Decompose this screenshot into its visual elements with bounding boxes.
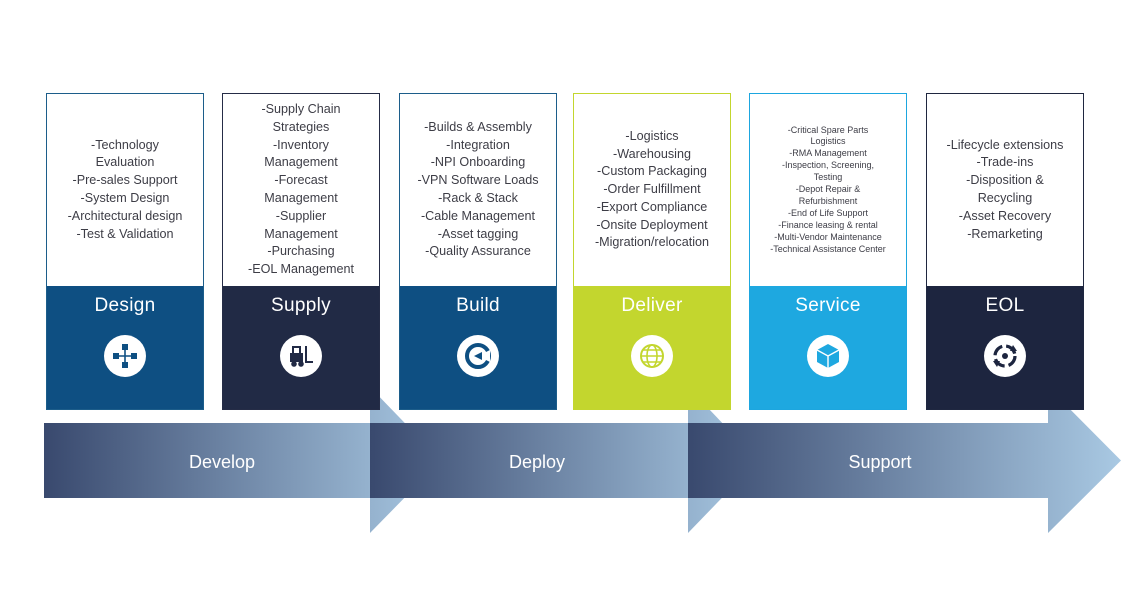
stage-item: -Critical Spare Parts Logistics <box>787 124 869 147</box>
stage-item: -Logistics <box>625 128 679 143</box>
stage-item: -Depot Repair & Refurbishment <box>795 184 861 206</box>
stage-item: -Remarketing <box>967 226 1043 241</box>
stage-title: EOL <box>985 295 1025 316</box>
phase-arrow-develop <box>44 387 441 533</box>
stage-item: -Technology Evaluation <box>91 137 159 170</box>
stage-item-list: -Lifecycle extensions -Trade-ins -Disposit… <box>927 94 1083 286</box>
stage-item: -Warehousing <box>613 146 691 161</box>
phase-arrow-deploy <box>370 387 758 533</box>
stage-item: -End of Life Support <box>787 207 869 218</box>
stage-item: -Builds & Assembly <box>424 119 532 134</box>
phase-arrow-support <box>688 387 1121 533</box>
stage-item: -Asset tagging <box>437 226 519 241</box>
stage-footer: EOL <box>927 286 1083 409</box>
stage-item: -Order Fulfillment <box>603 182 701 197</box>
stage-title: Supply <box>271 295 331 316</box>
stage-card-design: -Technology Evaluation -Pre-sales Support… <box>46 93 204 410</box>
stage-item: -Quality Assurance <box>425 244 531 259</box>
phase-label-develop: Develop <box>188 452 256 472</box>
stage-item: -Rack & Stack <box>438 191 518 205</box>
stage-item-list: -Builds & Assembly -Integration -NPI Onboa… <box>400 94 556 286</box>
stage-card-eol: -Lifecycle extensions -Trade-ins -Disposit… <box>926 93 1084 410</box>
stage-item: -Custom Packaging <box>597 164 707 179</box>
stage-footer: Design <box>47 286 203 409</box>
recycle-circle-icon <box>984 335 1026 377</box>
stage-item: -Cable Management <box>420 208 536 223</box>
stage-item: -Inventory Management <box>264 137 338 170</box>
stage-card-service: -Critical Spare Parts Logistics-RMA Mana… <box>749 93 907 410</box>
stage-item: -Trade-ins <box>976 155 1034 170</box>
stage-item: -Test & Validation <box>76 226 174 241</box>
stage-footer: Supply <box>223 286 379 409</box>
stage-card-deliver: -Logistics -Warehousing -Custom Packaging -… <box>573 93 731 410</box>
stage-item: -Inspection, Screening, Testing <box>781 160 875 183</box>
stage-item: -Export Compliance <box>596 199 708 214</box>
stage-item: -Onsite Deployment <box>596 217 708 232</box>
stage-item: -Integration <box>446 137 510 152</box>
stage-item: -Forecast Management <box>264 173 338 205</box>
stage-card-build: -Builds & Assembly -Integration -NPI Onboa… <box>399 93 557 410</box>
stage-item: -Asset Recovery <box>958 208 1052 223</box>
cube-box-icon <box>807 335 849 377</box>
stage-item: -EOL Management <box>248 262 354 277</box>
phase-label-support: Support <box>848 452 912 472</box>
stage-item-list: -Supply Chain Strategies-Inventory Manag… <box>223 94 379 286</box>
stage-item: -VPN Software Loads <box>417 173 539 188</box>
stage-item: -Architectural design <box>67 208 183 223</box>
stage-footer: Deliver <box>574 286 730 409</box>
build-gauge-icon <box>457 335 499 377</box>
stage-item: -RMA Management <box>789 148 867 159</box>
stage-item: -Supply Chain Strategies <box>261 102 341 134</box>
stage-item: -Multi-Vendor Maintenance <box>774 231 882 242</box>
forklift-icon <box>280 335 322 377</box>
globe-icon <box>631 335 673 377</box>
stage-title: Deliver <box>621 295 683 316</box>
stage-footer: Build <box>400 286 556 409</box>
phase-label-deploy: Deploy <box>508 452 566 472</box>
stage-item: -Pre-sales Support <box>72 173 178 188</box>
stage-item: -Purchasing <box>267 244 335 259</box>
stage-footer: Service <box>750 286 906 409</box>
stage-item: -Lifecycle extensions <box>946 137 1064 152</box>
process-flow-icon <box>104 335 146 377</box>
stage-title: Service <box>795 295 861 316</box>
stage-title: Design <box>94 295 156 316</box>
stage-item: -NPI Onboarding <box>430 155 526 170</box>
stage-item-list: -Critical Spare Parts Logistics-RMA Mana… <box>750 94 906 286</box>
stage-item: -Technical Assistance Center <box>770 243 886 254</box>
stage-item: -Migration/relocation <box>594 235 710 250</box>
stage-card-supply: -Supply Chain Strategies-Inventory Manag… <box>222 93 380 410</box>
stage-item: -System Design <box>80 191 170 205</box>
stage-item: -Disposition & Recycling <box>966 173 1044 205</box>
stage-item: -Finance leasing & rental <box>778 219 878 230</box>
stage-item: -Supplier Management <box>264 208 338 241</box>
stage-title: Build <box>456 295 500 316</box>
stage-item-list: -Technology Evaluation -Pre-sales Support… <box>47 94 203 286</box>
stage-item-list: -Logistics -Warehousing -Custom Packaging -… <box>574 94 730 286</box>
